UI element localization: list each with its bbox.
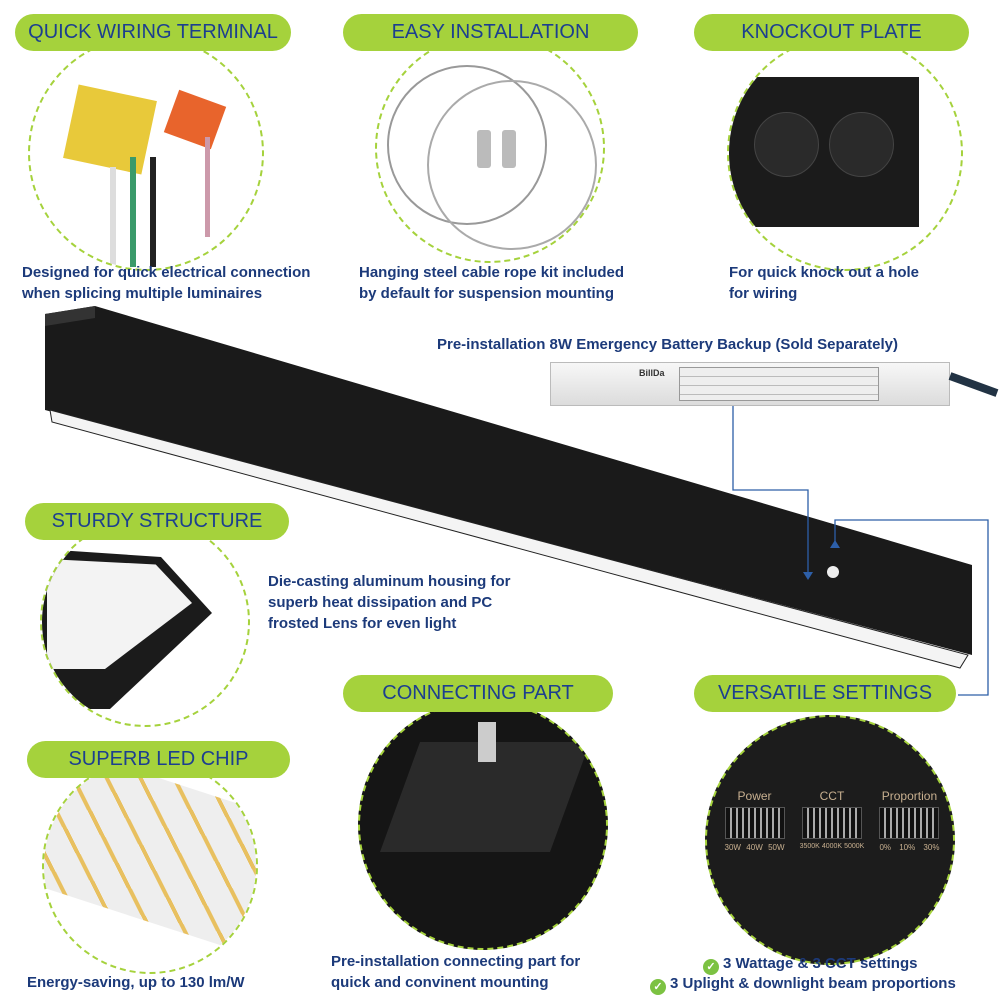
bullet-text: 3 Wattage & 3 CCT settings	[723, 955, 918, 972]
option: 30%	[923, 843, 940, 852]
switch-label: CCT	[819, 789, 845, 803]
sturdy-structure-image	[40, 517, 250, 727]
wiring-terminal-title: QUICK WIRING TERMINAL	[15, 14, 291, 51]
switch-proportion: Proportion 0% 10% 30%	[879, 789, 940, 889]
knockout-hole	[827, 566, 839, 578]
option: 30W	[724, 843, 741, 852]
desc-line: for wiring	[729, 285, 798, 302]
led-chip-title: SUPERB LED CHIP	[27, 741, 290, 778]
versatile-settings-title: VERSATILE SETTINGS	[694, 675, 956, 712]
bullet-text: 3 Uplight & downlight beam proportions	[670, 975, 956, 992]
battery-description: Pre-installation 8W Emergency Battery Ba…	[437, 336, 898, 353]
connecting-part-description: Pre-installation connecting part for quic…	[331, 951, 580, 993]
check-icon: ✓	[650, 979, 666, 995]
option: 40W	[746, 843, 763, 852]
knockout-plate-title: KNOCKOUT PLATE	[694, 14, 969, 51]
option: 3500K	[799, 843, 820, 850]
desc-line: frosted Lens for even light	[268, 615, 457, 632]
desc-line: Designed for quick electrical connection	[22, 264, 311, 281]
settings-bullet-1: ✓3 Wattage & 3 CCT settings	[703, 953, 917, 975]
easy-installation-description: Hanging steel cable rope kit included by …	[359, 262, 624, 304]
cable-kit-image	[375, 33, 605, 263]
option: 0%	[879, 843, 891, 852]
sturdy-structure-description: Die-casting aluminum housing for superb h…	[268, 571, 511, 634]
led-chip-description: Energy-saving, up to 130 lm/W	[27, 974, 245, 991]
switch-label: Proportion	[881, 789, 938, 803]
battery-brand-logo: BillDa	[639, 368, 665, 378]
desc-line: quick and convinent mounting	[331, 974, 549, 991]
check-icon: ✓	[703, 959, 719, 975]
easy-installation-title: EASY INSTALLATION	[343, 14, 638, 51]
wiring-terminal-image	[28, 35, 264, 271]
option: 4000K	[821, 843, 843, 850]
sturdy-structure-title: STURDY STRUCTURE	[25, 503, 289, 540]
knockout-plate-image	[727, 35, 963, 271]
switch-label: Power	[737, 789, 772, 803]
switch-power: Power 30W 40W 50W	[724, 789, 785, 889]
knockout-plate-description: For quick knock out a hole for wiring	[729, 262, 919, 304]
led-chip-image	[42, 758, 258, 974]
option: 5000K	[844, 843, 865, 850]
desc-line: Die-casting aluminum housing for	[268, 573, 511, 590]
settings-bullet-2: ✓3 Uplight & downlight beam proportions	[650, 973, 956, 995]
option: 10%	[899, 843, 916, 852]
connecting-part-image	[358, 700, 608, 950]
desc-line: by default for suspension mounting	[359, 285, 614, 302]
connector-line-battery	[732, 395, 809, 575]
desc-line: when splicing multiple luminaires	[22, 285, 263, 302]
desc-line: Pre-installation connecting part for	[331, 953, 581, 970]
battery-backup-image: BillDa	[550, 362, 950, 406]
option: 50W	[768, 843, 785, 852]
connector-line-settings	[834, 519, 989, 696]
wiring-terminal-description: Designed for quick electrical connection…	[22, 262, 310, 304]
connecting-part-title: CONNECTING PART	[343, 675, 613, 712]
desc-line: superb heat dissipation and PC	[268, 594, 493, 611]
desc-line: For quick knock out a hole	[729, 264, 920, 281]
desc-line: Hanging steel cable rope kit included	[359, 264, 625, 281]
